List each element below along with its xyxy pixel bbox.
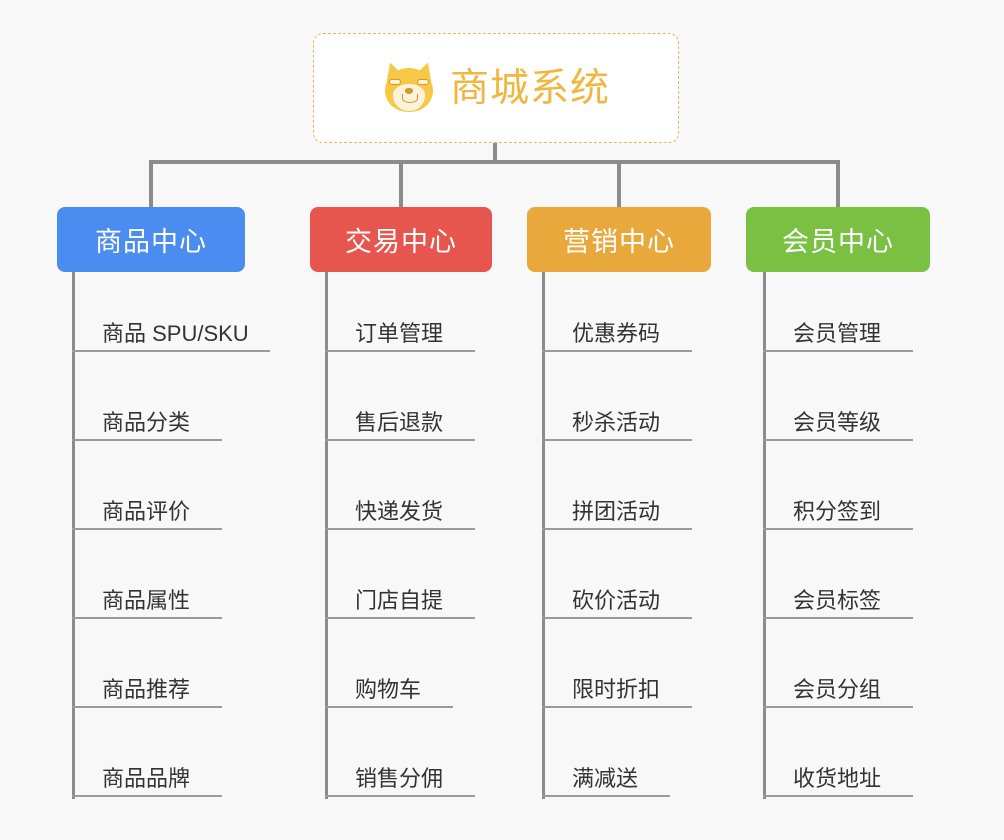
branch-header-product-center[interactable]: 商品中心 [57, 207, 245, 272]
leaf-label: 门店自提 [355, 587, 444, 613]
connector-drop-marketing-center [617, 160, 621, 207]
branch-header-trade-center[interactable]: 交易中心 [310, 207, 492, 272]
leaf-label: 商品评价 [102, 498, 191, 524]
leaf-underline [325, 439, 475, 441]
leaf-underline [72, 439, 222, 441]
leaf-underline [72, 617, 222, 619]
leaf-underline [325, 528, 475, 530]
shiba-inu-dog-icon [380, 59, 438, 114]
leaf-underline [542, 350, 692, 352]
leaf-label: 商品推荐 [102, 676, 191, 702]
root-title: 商城系统 [449, 66, 610, 110]
leaf-label: 收货地址 [793, 765, 882, 791]
leaf-label: 优惠券码 [572, 320, 661, 346]
dog-mouth-icon [401, 94, 418, 103]
leaf-underline [542, 528, 692, 530]
branch-trunk-product-center [72, 272, 75, 799]
leaf-underline [542, 706, 692, 708]
leaf-label: 商品属性 [102, 587, 191, 613]
leaf-underline [72, 706, 222, 708]
leaf-label: 满减送 [572, 765, 639, 791]
leaf-label: 拼团活动 [572, 498, 661, 524]
leaf-underline [72, 795, 222, 797]
leaf-label: 会员管理 [793, 320, 882, 346]
leaf-underline [72, 528, 222, 530]
leaf-underline [763, 350, 913, 352]
branch-trunk-member-center [763, 272, 766, 799]
branch-trunk-trade-center [325, 272, 328, 799]
leaf-label: 会员等级 [793, 409, 882, 435]
leaf-underline [325, 617, 475, 619]
leaf-label: 商品品牌 [102, 765, 191, 791]
leaf-underline [542, 617, 692, 619]
connector-drop-member-center [836, 160, 840, 207]
leaf-label: 订单管理 [355, 320, 444, 346]
leaf-underline [325, 795, 475, 797]
leaf-label: 会员分组 [793, 676, 882, 702]
leaf-label: 商品 SPU/SKU [102, 320, 249, 346]
dog-eye-left-icon [388, 79, 401, 85]
leaf-label: 砍价活动 [572, 587, 661, 613]
connector-drop-trade-center [399, 160, 403, 207]
leaf-underline [763, 706, 913, 708]
leaf-underline [763, 439, 913, 441]
leaf-label: 限时折扣 [572, 676, 661, 702]
leaf-label: 会员标签 [793, 587, 882, 613]
leaf-label: 商品分类 [102, 409, 191, 435]
leaf-label: 快递发货 [355, 498, 444, 524]
leaf-underline [763, 528, 913, 530]
leaf-underline [325, 706, 453, 708]
leaf-underline [72, 350, 270, 352]
branch-trunk-marketing-center [542, 272, 545, 799]
connector-drop-product-center [149, 160, 153, 207]
leaf-underline [542, 439, 692, 441]
leaf-underline [325, 350, 475, 352]
leaf-label: 秒杀活动 [572, 409, 661, 435]
branch-header-marketing-center[interactable]: 营销中心 [527, 207, 711, 272]
leaf-label: 销售分佣 [355, 765, 444, 791]
leaf-label: 购物车 [355, 676, 422, 702]
root-stem-line [493, 143, 497, 164]
dog-eye-right-icon [416, 79, 429, 85]
leaf-label: 售后退款 [355, 409, 444, 435]
leaf-underline [542, 795, 670, 797]
branch-header-member-center[interactable]: 会员中心 [746, 207, 930, 272]
leaf-label: 积分签到 [793, 498, 882, 524]
connector-horizontal-bar [151, 160, 838, 164]
dog-nose-icon [404, 88, 413, 94]
root-node[interactable]: 商城系统 [313, 33, 679, 143]
leaf-underline [763, 617, 913, 619]
leaf-underline [763, 795, 913, 797]
